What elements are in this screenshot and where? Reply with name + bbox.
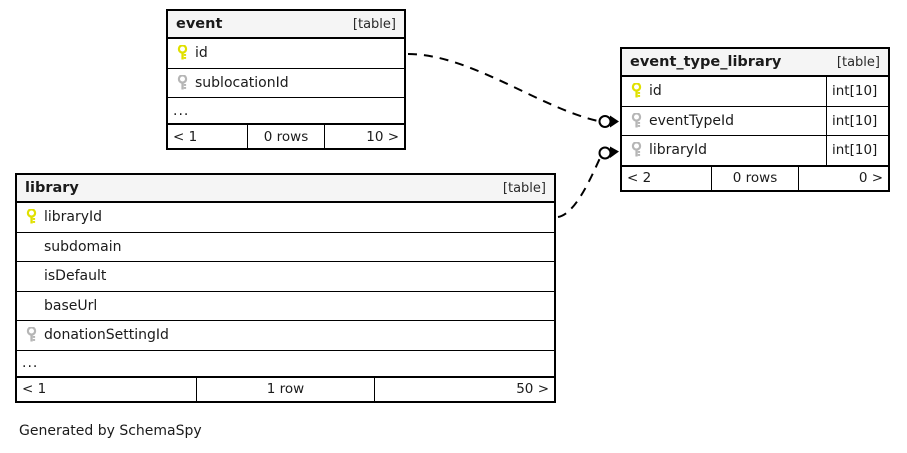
column-cell: donationSettingId <box>17 321 554 350</box>
table-library[interactable]: library [table] libraryId subdomai <box>15 173 556 403</box>
table-header: event [table] <box>168 11 404 39</box>
table-row[interactable]: isDefault <box>17 262 554 292</box>
table-event[interactable]: event [table] id <box>166 9 406 150</box>
column-cell: baseUrl <box>17 292 554 321</box>
foreign-key-icon <box>627 112 645 129</box>
table-title: event <box>176 16 223 32</box>
table-title: library <box>25 180 79 196</box>
table-row[interactable]: eventTypeId int[10] <box>622 106 888 136</box>
table-row[interactable]: sublocationId <box>168 68 404 98</box>
table-footer: < 2 0 rows 0 > <box>622 165 888 190</box>
primary-key-icon <box>627 83 645 99</box>
column-name: id <box>649 83 662 100</box>
table-event-type-library[interactable]: event_type_library [table] id int[10] <box>620 47 890 192</box>
table-header: library [table] <box>17 175 554 203</box>
cardinality-zero-marker <box>598 146 612 160</box>
relationship-event-to-event-type-library <box>407 53 619 128</box>
table-type-tag: [table] <box>502 180 546 196</box>
table-row[interactable]: libraryId int[10] <box>622 136 888 166</box>
relationship-library-to-event-type-library <box>557 146 619 218</box>
row-count-label: 0 rows <box>710 166 800 190</box>
table-row[interactable]: libraryId <box>17 203 554 233</box>
column-name: isDefault <box>44 268 107 285</box>
crows-foot-marker <box>610 146 619 158</box>
table-type-tag: [table] <box>836 54 880 70</box>
more-columns-indicator: ... <box>168 98 404 124</box>
primary-key-icon <box>173 45 191 61</box>
foreign-key-icon <box>627 142 645 158</box>
column-type: int[10] <box>826 106 888 135</box>
foreign-key-icon <box>173 74 191 91</box>
column-name: subdomain <box>44 238 122 255</box>
column-name: eventTypeId <box>649 112 735 129</box>
column-name: sublocationId <box>195 74 289 91</box>
column-type: int[10] <box>826 77 888 106</box>
crows-foot-marker <box>610 115 619 128</box>
generator-credit: Generated by SchemaSpy <box>19 423 202 439</box>
primary-key-icon <box>22 209 40 225</box>
column-cell: isDefault <box>17 262 554 291</box>
column-type: int[10] <box>826 136 888 165</box>
column-name: id <box>195 45 208 62</box>
table-header: event_type_library [table] <box>622 49 888 77</box>
row-count-label: 0 rows <box>246 125 326 148</box>
table-row[interactable]: id <box>168 39 404 69</box>
column-cell: id <box>622 77 826 106</box>
column-cell: id <box>168 39 404 68</box>
column-name: libraryId <box>649 142 708 159</box>
column-name: libraryId <box>44 209 103 226</box>
prev-page-button[interactable]: < 2 <box>627 170 652 186</box>
column-cell: subdomain <box>17 233 554 262</box>
row-count-label: 1 row <box>196 377 375 401</box>
next-page-button[interactable]: 50 > <box>516 381 549 397</box>
relationship-line <box>557 157 601 218</box>
table-row[interactable]: subdomain <box>17 232 554 262</box>
table-row[interactable]: baseUrl <box>17 291 554 321</box>
more-columns-indicator: ... <box>17 350 554 377</box>
column-name: baseUrl <box>44 297 98 314</box>
table-footer: < 1 0 rows 10 > <box>168 124 404 148</box>
next-page-button[interactable]: 10 > <box>366 128 400 145</box>
column-cell: libraryId <box>17 203 554 232</box>
table-footer: < 1 1 row 50 > <box>17 376 554 401</box>
column-cell: libraryId <box>622 136 826 165</box>
column-cell: sublocationId <box>168 69 404 98</box>
table-type-tag: [table] <box>352 16 396 32</box>
prev-page-button[interactable]: < 1 <box>173 128 198 145</box>
column-cell: eventTypeId <box>622 107 826 136</box>
ellipsis-label: ... <box>22 355 39 371</box>
prev-page-button[interactable]: < 1 <box>22 381 47 397</box>
table-row[interactable]: id int[10] <box>622 77 888 107</box>
ellipsis-label: ... <box>173 102 190 119</box>
cardinality-zero-marker <box>598 115 612 128</box>
column-name: donationSettingId <box>44 327 169 344</box>
table-row[interactable]: donationSettingId <box>17 321 554 351</box>
next-page-button[interactable]: 0 > <box>858 170 884 186</box>
foreign-key-icon <box>22 327 40 343</box>
table-title: event_type_library <box>630 54 782 70</box>
relationship-line <box>407 53 599 122</box>
